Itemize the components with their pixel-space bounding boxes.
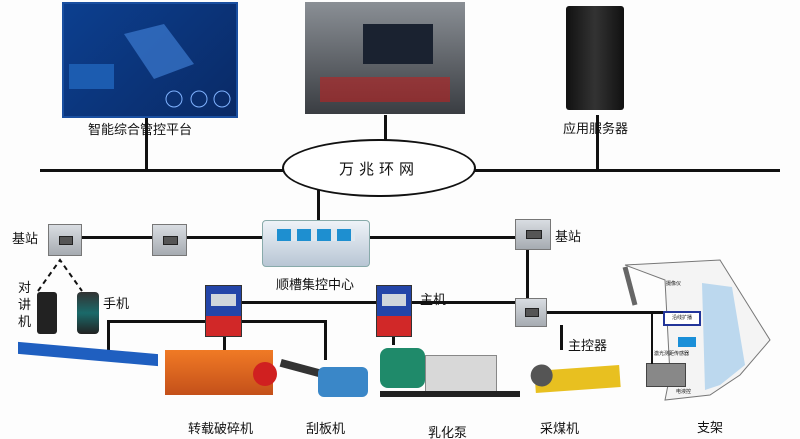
control-room-photo <box>305 2 465 114</box>
phone-label: 手机 <box>103 297 130 312</box>
connector <box>324 320 327 360</box>
platform-screen-image <box>62 2 238 118</box>
host-line <box>410 301 516 304</box>
laser-sensor-label: 激光测距传感器 <box>654 351 690 357</box>
connector <box>392 335 395 345</box>
host-controller-device <box>205 285 242 337</box>
server-rack-image <box>566 6 624 110</box>
main-controller-label: 主控器 <box>568 339 608 354</box>
shearer-image <box>529 363 621 393</box>
connector <box>596 115 599 170</box>
scraper-label: 刮板机 <box>306 422 346 437</box>
support-line <box>545 311 663 314</box>
server-label: 应用服务器 <box>563 122 629 137</box>
support-label: 支架 <box>697 421 724 436</box>
shearer-label: 采煤机 <box>540 422 580 437</box>
connector <box>317 170 320 222</box>
laser-sensor-device <box>678 337 696 347</box>
ring-network-label: 万兆环网 <box>338 159 419 178</box>
conveyor-image <box>18 341 158 367</box>
crusher-label: 转载破碎机 <box>188 422 254 437</box>
walkie-talkie-label: 对讲机 <box>18 281 32 330</box>
wireless-link <box>37 258 83 292</box>
walkie-talkie-image <box>37 292 57 334</box>
switch-device <box>152 224 187 256</box>
connector <box>223 335 226 350</box>
platform-label: 智能综合管控平台 <box>88 123 193 138</box>
crusher-image <box>165 350 277 395</box>
base-station-label: 基站 <box>12 232 39 247</box>
connector <box>651 312 653 364</box>
base-station-label: 基站 <box>555 230 582 245</box>
broadcast-label: 沿线扩播 <box>671 315 692 321</box>
ehc-device <box>646 363 686 387</box>
base-station-device <box>48 224 82 256</box>
connector <box>107 320 110 355</box>
ring-network-ellipse: 万兆环网 <box>282 139 476 197</box>
host-controller-device <box>376 285 412 337</box>
emulsion-pump-image <box>380 343 520 403</box>
ehc-label: 电液控 <box>676 389 692 395</box>
broadcast-device: 沿线扩播 <box>663 311 701 326</box>
phone-image <box>77 292 99 334</box>
connector <box>145 115 148 170</box>
hydraulic-support-image <box>622 259 771 401</box>
host-label: 主机 <box>420 293 447 308</box>
pump-label: 乳化泵 <box>428 426 468 439</box>
control-center-cabinet <box>262 220 370 267</box>
connector <box>560 325 563 350</box>
host-line <box>240 301 376 304</box>
control-center-label: 顺槽集控中心 <box>276 278 355 293</box>
connector <box>384 115 387 140</box>
camera-label: 摄像仪 <box>666 281 682 287</box>
switch-device <box>515 298 547 327</box>
connector <box>526 248 529 300</box>
base-station-device <box>515 219 551 250</box>
scraper-conveyor-image <box>279 358 370 397</box>
